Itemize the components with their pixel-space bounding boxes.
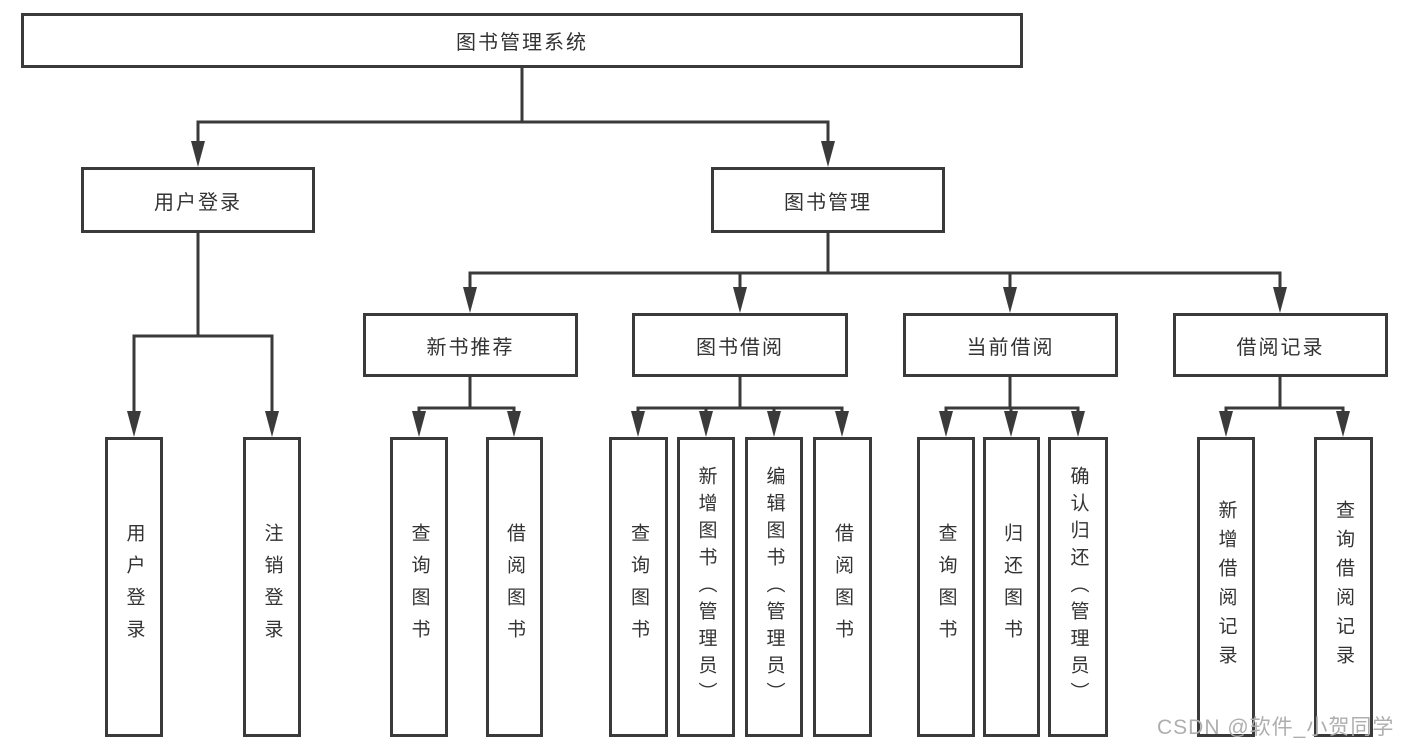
node-label: 借阅记录 (1236, 336, 1325, 359)
node-label: 确认归还（管理员） (1067, 465, 1089, 709)
node-leaf-edit-book-admin: 编辑图书（管理员） (745, 437, 803, 737)
node-book-management: 图书管理 (711, 167, 945, 233)
node-label: 借阅图书 (504, 523, 525, 651)
node-label: 查询借阅记录 (1333, 500, 1354, 674)
node-label: 查询图书 (628, 523, 649, 651)
node-label: 新增借阅记录 (1215, 500, 1237, 674)
node-leaf-return-books: 归还图书 (983, 437, 1040, 737)
node-leaf-user-login: 用户登录 (105, 437, 163, 737)
csdn-watermark: CSDN @软件_小贺同学 (1157, 716, 1395, 739)
node-leaf-logout: 注销登录 (243, 437, 301, 737)
node-user-login: 用户登录 (81, 167, 315, 233)
node-label: 用户登录 (123, 523, 145, 651)
node-borrowing-records: 借阅记录 (1173, 313, 1388, 377)
node-leaf-query-books-recommend: 查询图书 (390, 437, 448, 737)
node-label: 当前借阅 (966, 336, 1055, 359)
node-leaf-confirm-return-admin: 确认归还（管理员） (1048, 437, 1108, 737)
node-label: 图书借阅 (696, 336, 784, 359)
node-label: 查询图书 (408, 523, 430, 651)
node-leaf-query-books-borrow: 查询图书 (609, 437, 668, 737)
node-leaf-borrow-books-borrow: 借阅图书 (813, 437, 872, 737)
node-leaf-borrow-books-recommend: 借阅图书 (486, 437, 543, 737)
node-label: 借阅图书 (832, 523, 853, 651)
node-label: 新书推荐 (426, 336, 515, 359)
node-root: 图书管理系统 (21, 13, 1023, 68)
node-book-borrowing: 图书借阅 (632, 313, 848, 377)
node-leaf-add-borrow-record: 新增借阅记录 (1197, 437, 1255, 737)
node-label: 新增图书（管理员） (695, 465, 717, 709)
node-label: 编辑图书（管理员） (763, 465, 785, 709)
node-label: 图书管理系统 (456, 32, 588, 54)
node-leaf-add-book-admin: 新增图书（管理员） (677, 437, 735, 737)
node-label: 注销登录 (261, 523, 283, 651)
node-label: 归还图书 (1001, 523, 1022, 651)
node-current-borrowing: 当前借阅 (903, 313, 1118, 377)
node-leaf-query-borrow-record: 查询借阅记录 (1314, 437, 1373, 737)
node-label: 用户登录 (154, 191, 242, 214)
node-new-book-recommend: 新书推荐 (363, 313, 578, 377)
node-label: 图书管理 (784, 191, 872, 214)
node-leaf-query-books-current: 查询图书 (917, 437, 975, 737)
node-label: 查询图书 (935, 523, 957, 651)
